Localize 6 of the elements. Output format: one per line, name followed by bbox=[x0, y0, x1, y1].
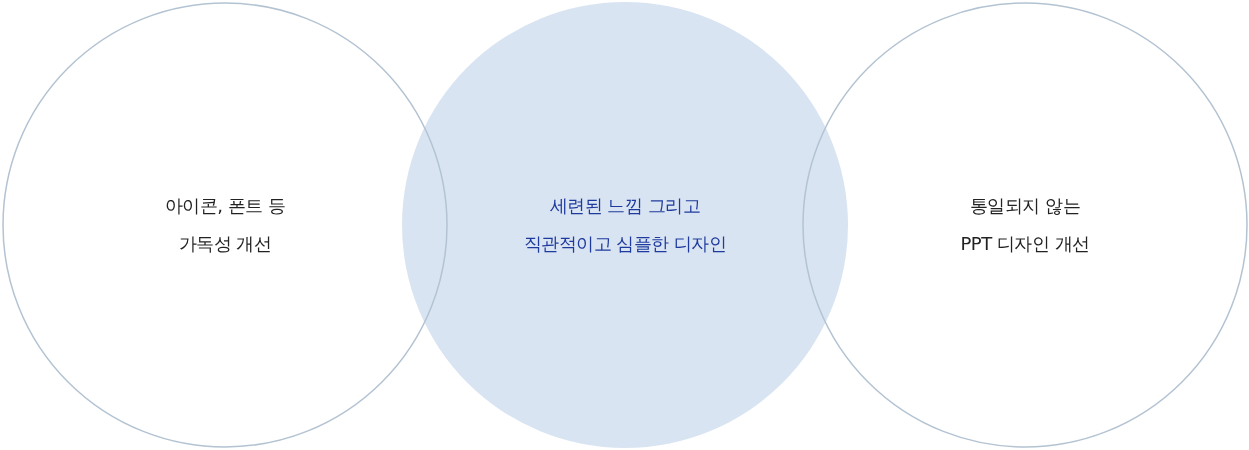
circle-text: 세련된 느낌 그리고 bbox=[549, 194, 701, 218]
circle-text: 가독성 개선 bbox=[178, 232, 272, 256]
circle-text: 통일되지 않는 bbox=[969, 194, 1081, 218]
circle-text: 아이콘, 폰트 등 bbox=[164, 194, 286, 218]
circle-text: PPT 디자인 개선 bbox=[960, 232, 1090, 256]
circle-text: 직관적이고 심플한 디자인 bbox=[523, 232, 727, 256]
